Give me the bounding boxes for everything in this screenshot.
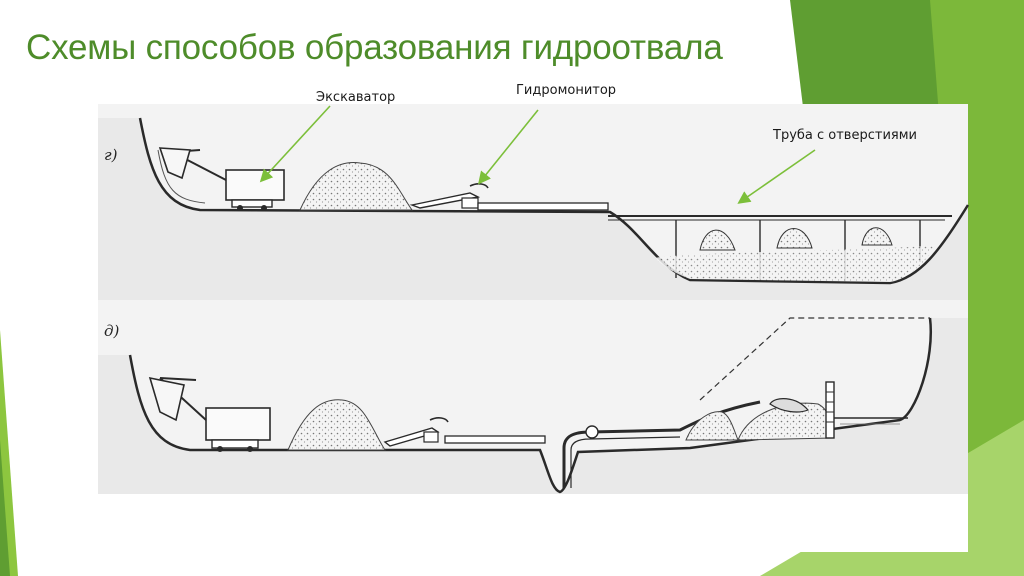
slide-title: Схемы способов образования гидроотвала	[26, 28, 723, 67]
top-excavator	[158, 147, 285, 211]
bottom-hydromonitor	[383, 417, 449, 447]
bottom-spillway-rungs	[826, 391, 834, 423]
scheme-mark-bottom: д)	[104, 322, 120, 340]
bottom-ground-line	[128, 317, 933, 494]
bottom-siphon-pipe	[562, 400, 761, 488]
top-discharge-plumes	[699, 227, 893, 251]
bottom-siphon-pipe-inner	[570, 436, 681, 488]
top-spoil-heap	[299, 162, 413, 211]
arrow-hydromonitor	[477, 109, 539, 185]
label-hydromonitor: Гидромонитор	[516, 83, 616, 98]
scheme-top: г)	[98, 117, 970, 300]
label-excavator: Экскаватор	[316, 90, 395, 105]
bottom-dam-outline	[699, 317, 930, 401]
top-pipe-near	[477, 202, 609, 211]
arrow-excavator	[259, 105, 331, 183]
bottom-spoil-heap	[287, 399, 386, 451]
bottom-discharge-plume	[769, 398, 810, 413]
top-ground-inner-line	[157, 149, 206, 204]
bottom-pipe-valve	[585, 425, 599, 439]
top-deposit-fill	[655, 245, 935, 282]
label-perforated-pipe: Труба с отверстиями	[772, 128, 917, 143]
bottom-spillway-tower	[825, 381, 835, 439]
top-ground-fill	[98, 118, 968, 300]
scheme-bottom: д)	[98, 317, 968, 494]
top-ground-line	[138, 117, 970, 285]
scheme-mark-top: г)	[104, 146, 118, 164]
arrow-perforated-pipe	[737, 149, 816, 204]
bottom-pipe-near	[444, 435, 546, 444]
bg-shape-left-dark	[0, 440, 10, 576]
bottom-deposit-heap-small	[685, 411, 739, 441]
bottom-excavator	[148, 376, 271, 452]
